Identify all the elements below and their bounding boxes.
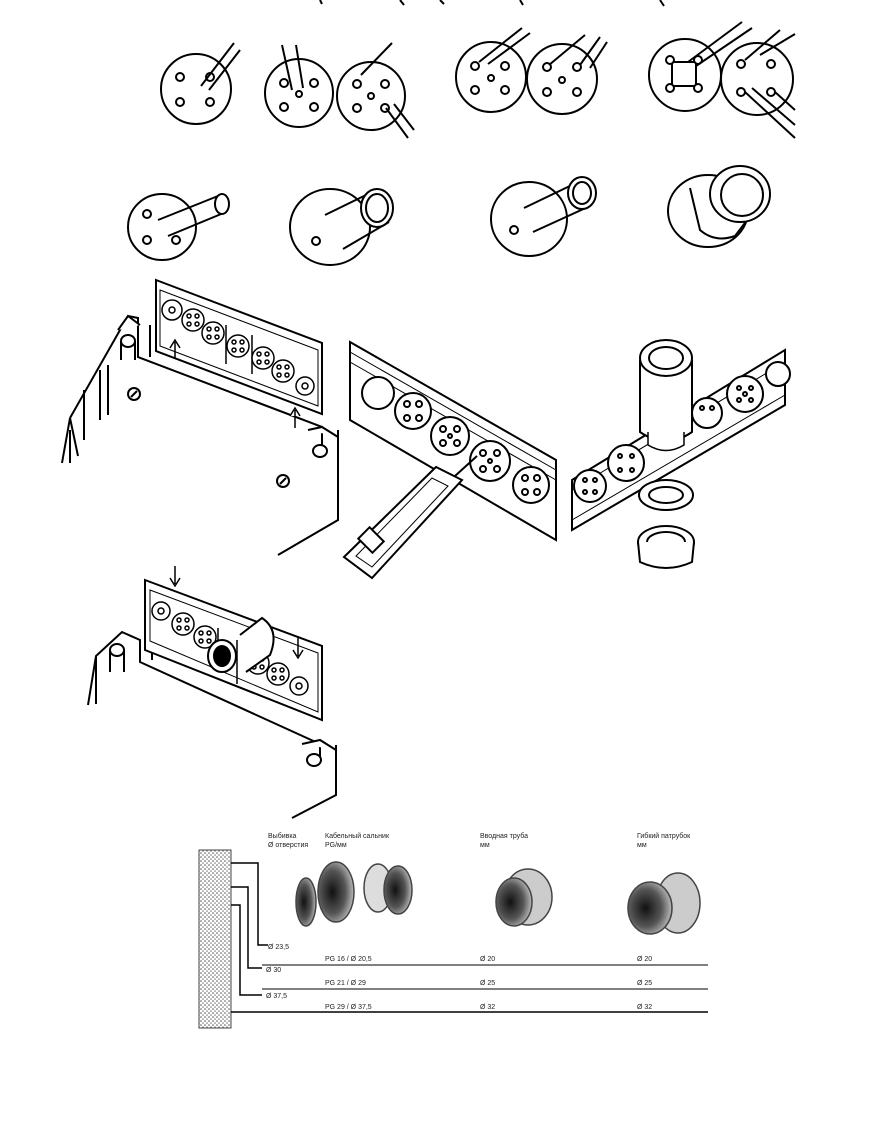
arrow-up-icon — [289, 406, 301, 428]
gland-image — [295, 861, 413, 927]
enclosure-strip-insertion — [87, 566, 337, 819]
knockout-plate-1 — [160, 42, 241, 125]
nipple-header-line-1: Гибкий патрубок — [637, 832, 691, 840]
arrow-up-icon — [169, 338, 181, 358]
row-1-nipple: Ø 20 — [637, 956, 652, 963]
row-2-nipple: Ø 25 — [637, 980, 652, 987]
row-2-gland: PG 21 / Ø 29 — [325, 980, 366, 987]
row-2-hole: Ø 30 — [266, 967, 281, 974]
knockout-plate-2 — [264, 42, 415, 139]
wall-header-line-2: Ø отверстия — [268, 842, 308, 849]
plate-with-large-tube-1 — [289, 188, 394, 266]
row-1-gland: PG 16 / Ø 20,5 — [325, 956, 372, 963]
knockout-plate-3 — [455, 27, 608, 115]
enclosure-strip-removal — [61, 278, 339, 556]
sleeve-header-line-1: Вводная труба — [480, 832, 528, 840]
wall-header-line-1: Выбивка — [268, 832, 297, 840]
row-3-nipple: Ø 32 — [637, 1004, 652, 1011]
row-3-gland: PG 29 / Ø 37,5 — [325, 1004, 372, 1011]
arrow-down-icon — [292, 636, 304, 660]
row-3-sleeve: Ø 32 — [480, 1004, 495, 1011]
wall-section — [198, 849, 232, 1029]
row-1-sleeve: Ø 20 — [480, 956, 495, 963]
gland-header-line-1: Кабельный сальник — [325, 832, 390, 840]
knockout-plates-row-2 — [127, 165, 771, 266]
knockout-size-table: Выбивка Ø отверстия Кабельный сальник PG… — [198, 832, 708, 1029]
sleeve-image — [495, 868, 553, 927]
nipple-header-line-2: мм — [637, 842, 647, 849]
plate-with-small-tube — [127, 193, 230, 261]
gland-header-line-2: PG/мм — [325, 842, 347, 849]
arrow-down-icon — [169, 566, 181, 588]
nipple-image — [627, 872, 701, 935]
row-3-hole: Ø 37,5 — [266, 993, 287, 1000]
top-cropped-text — [319, 0, 665, 7]
knockout-plates-row-1 — [160, 21, 796, 139]
row-2-sleeve: Ø 25 — [480, 980, 495, 987]
plate-with-gland — [667, 165, 771, 248]
strip-knockout-closeup — [342, 340, 557, 580]
strip-gland-insertion — [571, 339, 791, 569]
table-row-lines — [262, 964, 708, 990]
row-1-hole: Ø 23,5 — [268, 944, 289, 951]
plate-with-large-tube-2 — [490, 176, 597, 257]
sleeve-header-line-2: мм — [480, 842, 490, 849]
knockout-plate-4 — [648, 21, 796, 139]
